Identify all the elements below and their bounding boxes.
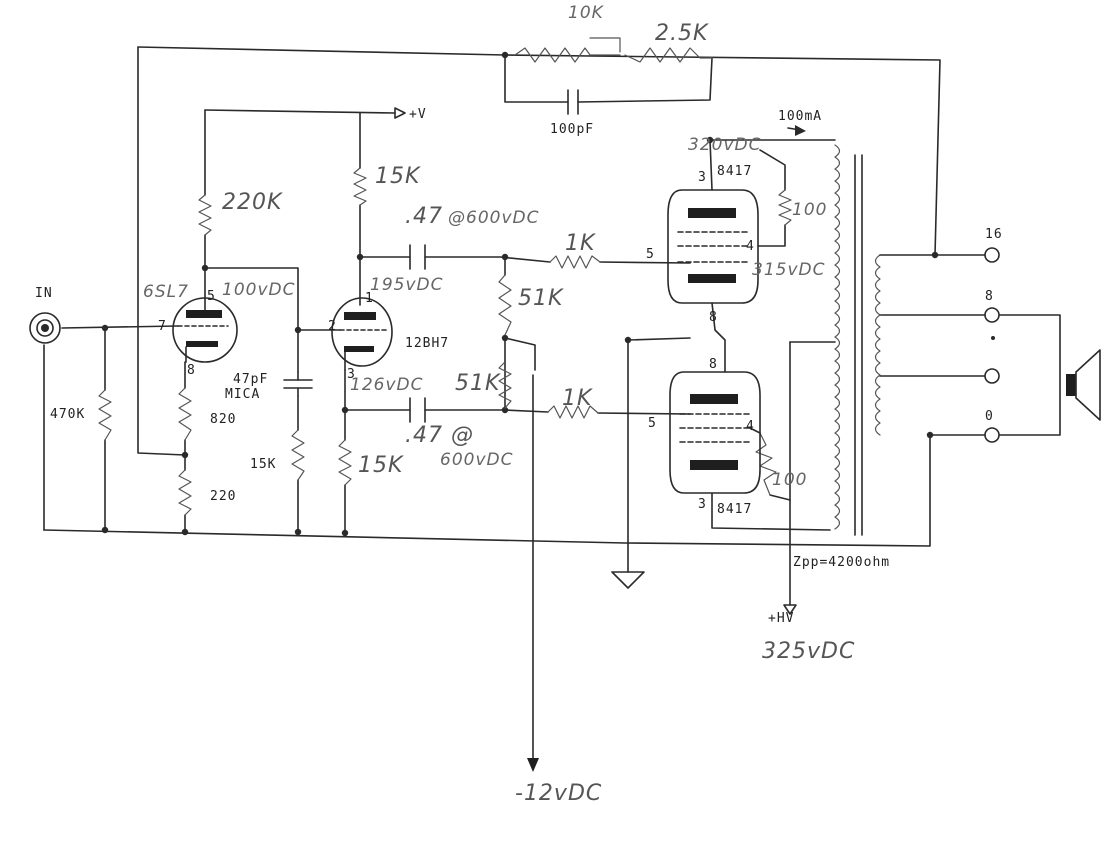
tube-8417-lower-label: 8417 [717,502,752,517]
resistor-1k-a-label: 1K [565,231,596,256]
resistor-15k-label: 15K [375,164,421,189]
cap-coupling-b-value: .47 @ [405,423,474,448]
resistor-feedback-pot [514,47,621,63]
current-label: 100mA [778,109,822,124]
output-transformer [834,144,936,536]
terminal-0 [984,427,1000,443]
resistor-820-label: 820 [210,412,236,427]
pin-label: 1 [365,291,374,306]
resistor-1k-b-label: 1K [562,386,593,411]
tube-8417-upper [667,189,759,304]
voltage-v1-plate: 100vDC [222,280,295,300]
resistor-220k-label: 220K [222,190,283,215]
resistor-2-5k [624,47,713,63]
pin-label: 3 [698,497,707,512]
pin-label: 2 [328,319,337,334]
resistor-15k-cathode [338,439,352,486]
supply-arrows [394,107,797,772]
cap-coupling-a-rating: @600vDC [448,208,539,228]
capacitor-100pf [567,89,579,115]
bias-label: -12vDC [515,781,602,806]
plus-v-arrow-icon [394,107,406,119]
voltage-v3-plate: 320vDC [688,135,761,155]
resistor-2-5k-label: 2.5K [655,21,709,46]
capacitor-coupling-b [409,397,426,423]
labels: +V 6SL7 12BH7 8417 8417 5 7 8 1 2 3 3 5 … [35,3,1003,806]
resistor-100-a-label: 100 [792,200,827,220]
resistor-100-b [755,432,777,496]
tap-8-label: 8 [985,289,994,304]
pin-label: 4 [746,239,755,254]
cap-mica-label: MICA [225,387,260,402]
pin-label: 5 [648,416,657,431]
resistor-1k-b [547,405,599,419]
resistor-1k-a [549,255,601,269]
voltage-v2-cathode: 126vDC [350,375,423,395]
resistor-51k-a [498,274,512,336]
voltage-v2-plate: 195vDC [370,275,443,295]
pin-label: 8 [709,357,718,372]
wires [43,46,1061,759]
resistor-15k-load-label: 15K [250,457,276,472]
terminal-16 [984,247,1000,263]
tube-8417-lower [669,371,761,494]
tube-6sl7-label: 6SL7 [143,282,189,302]
resistor-51k-b-label: 51K [455,371,501,396]
pin-label: 3 [698,170,707,185]
cap-100pf-label: 100pF [550,122,594,137]
pin-label: 7 [158,319,167,334]
resistor-220k [198,194,212,236]
resistor-51k-a-label: 51K [518,286,564,311]
cap-47pf-label: 47pF [233,372,268,387]
input-label: IN [35,286,53,301]
tap-16-label: 16 [985,227,1003,242]
resistor-470k-label: 470K [50,407,85,422]
terminal-8 [984,307,1000,323]
resistor-820 [178,387,192,441]
voltage-v3-screen: 315vDC [752,260,825,280]
pin-label: 8 [187,363,196,378]
resistor-220-label: 220 [210,489,236,504]
capacitor-47pf-mica [283,371,313,397]
hv-label: +HV [768,611,794,626]
resistor-220 [178,469,192,516]
bias-arrow-icon [527,758,539,772]
cap-coupling-a-value: .47 [405,204,443,229]
resistor-470k [98,389,112,441]
pot-10k-label: 10K [568,3,605,23]
speaker-icon [1066,349,1101,421]
resistor-15k-cathode-label: 15K [358,453,404,478]
output-terminals [984,247,1000,443]
tube-8417-upper-label: 8417 [717,164,752,179]
resistor-51k-b [498,361,512,409]
plus-v-label: +V [409,107,427,122]
tube-6sl7 [172,267,238,363]
terminal-4 [984,368,1000,384]
junction-dots [101,51,939,537]
hv-value-label: 325vDC [762,639,855,664]
pin-label: 4 [746,419,755,434]
hv-arrow-icon [783,604,797,615]
capacitor-coupling-a [409,244,426,270]
cap-coupling-b-rating: 600vDC [440,450,513,470]
impedance-label: Zpp=4200ohm [793,555,890,570]
tap-0-label: 0 [985,409,994,424]
resistor-15k-load [291,429,305,481]
pot-wiper [589,37,621,53]
pin-label: 5 [207,289,216,304]
pin-label: 8 [709,310,718,325]
ground-icon [611,571,645,589]
resistor-100-b-label: 100 [772,470,807,490]
resistor-15k-plate [353,167,367,206]
capacitors [283,89,579,423]
resistors [98,37,792,516]
resistor-100-a [778,189,792,226]
pin-label: 5 [646,247,655,262]
tube-12bh7 [331,297,393,371]
tube-12bh7-label: 12BH7 [405,336,449,351]
input-jack-icon [29,312,61,344]
pin-label: 3 [347,367,356,382]
